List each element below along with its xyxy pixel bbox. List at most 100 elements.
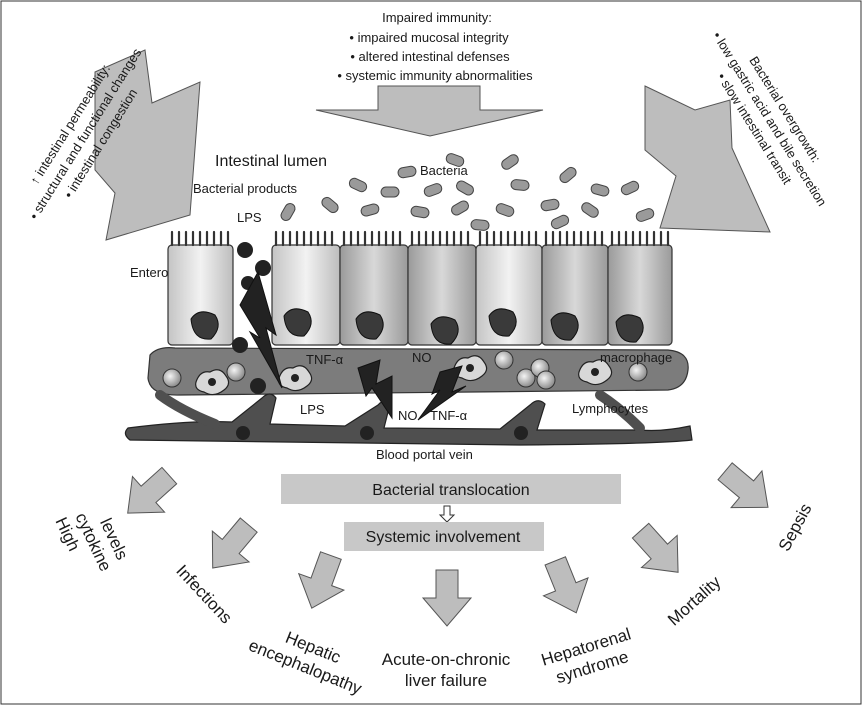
translocation-box xyxy=(281,474,621,504)
outcome-arrow xyxy=(297,551,346,609)
bacterium xyxy=(581,202,599,218)
systemic-label: Systemic involvement xyxy=(366,529,521,546)
nucleus xyxy=(190,311,219,340)
outcome-arrow xyxy=(421,569,473,627)
lps-top-label: LPS xyxy=(237,210,262,225)
aclf-line-2: liver failure xyxy=(405,671,487,690)
bacterium xyxy=(550,214,570,230)
arrow-down-impaired-immunity xyxy=(315,85,544,137)
lps-particle xyxy=(237,242,253,258)
bacterium xyxy=(380,186,400,198)
nucleus xyxy=(283,308,312,337)
no-top-label: NO xyxy=(412,350,432,365)
outcome-arrows xyxy=(127,462,769,627)
lymphocyte xyxy=(516,368,536,388)
macrophage-nucleus xyxy=(466,364,474,372)
lightning-bolt-no xyxy=(417,365,467,421)
microvilli xyxy=(342,230,402,247)
bacterium xyxy=(590,183,610,197)
bacterium xyxy=(501,154,519,170)
microvilli xyxy=(170,230,230,247)
lamina-cells xyxy=(162,350,648,396)
lps-particle xyxy=(514,426,528,440)
enterocyte-layer xyxy=(167,230,673,346)
macrophage-nucleus xyxy=(208,378,216,386)
arrow-right-overgrowth xyxy=(644,85,771,233)
lps-particle xyxy=(236,426,250,440)
bacterium xyxy=(410,205,430,219)
impaired-immunity-item-2: • altered intestinal defenses xyxy=(350,49,510,64)
lymphocyte xyxy=(162,368,182,388)
no-bottom-label: NO xyxy=(398,408,418,423)
aclf-line-1: Acute-on-chronic xyxy=(382,650,511,669)
nucleus xyxy=(488,308,517,337)
microvilli xyxy=(410,230,470,247)
tnf-alpha-top-label: TNF-α xyxy=(306,352,344,367)
macrophage-nucleus xyxy=(591,368,599,376)
bacterium xyxy=(620,180,640,196)
bacterium xyxy=(540,198,560,212)
impaired-immunity-item-3: • systemic immunity abnormalities xyxy=(337,68,533,83)
lps-particle xyxy=(232,337,248,353)
small-down-arrow xyxy=(438,505,456,523)
lps-particle xyxy=(360,426,374,440)
bacterium xyxy=(280,203,296,221)
lightning-bolt-tnf xyxy=(357,359,393,420)
microvilli xyxy=(544,230,604,247)
nucleus xyxy=(550,312,579,341)
bacterium xyxy=(495,203,515,217)
translocation-label: Bacterial translocation xyxy=(372,482,529,499)
impaired-immunity-item-1: • impaired mucosal integrity xyxy=(349,30,509,45)
bacteria-cluster xyxy=(280,153,655,231)
arrow-left-permeability xyxy=(94,49,201,241)
bacterium xyxy=(348,177,368,193)
bacterium xyxy=(423,183,443,197)
bacterium xyxy=(510,179,530,191)
systemic-box xyxy=(344,522,544,551)
macrophage-nucleus xyxy=(291,374,299,382)
lps-particle xyxy=(255,260,271,276)
lps-bottom-label: LPS xyxy=(300,402,325,417)
tnf-alpha-bottom-label: TNF-α xyxy=(430,408,468,423)
outcome-arrow xyxy=(542,556,589,614)
lymphocyte xyxy=(628,362,648,382)
lps-particles xyxy=(232,242,528,440)
outcome-arrow xyxy=(211,517,258,569)
lymphocytes-label: Lymphocytes xyxy=(572,401,649,416)
lymphocyte xyxy=(536,370,556,390)
nucleus xyxy=(355,311,384,340)
bacterium xyxy=(451,200,469,216)
impaired-immunity-block: Impaired immunity: • impaired mucosal in… xyxy=(337,10,533,83)
lps-particle xyxy=(250,378,266,394)
intestinal-lumen-label: Intestinal lumen xyxy=(215,153,327,170)
vessel-branch-right xyxy=(595,390,645,433)
bacterium xyxy=(470,219,490,231)
outcome-arrow xyxy=(717,462,769,509)
bacterial-products-label: Bacterial products xyxy=(193,181,298,196)
bacteria-label: Bacteria xyxy=(420,163,468,178)
lightning-bolt-lps xyxy=(239,270,283,389)
bacterium xyxy=(635,208,655,222)
nucleus xyxy=(615,314,644,343)
portal-vein-vessel xyxy=(124,393,693,446)
lymphocyte xyxy=(226,362,246,382)
bacterium xyxy=(456,180,474,196)
bacterium xyxy=(360,203,380,217)
microvilli xyxy=(610,230,670,247)
bacterium xyxy=(321,196,339,214)
macrophage-label: macrophage xyxy=(600,350,672,365)
outcome-arrow xyxy=(127,466,178,514)
nucleus xyxy=(430,316,459,345)
vessel-branch-left xyxy=(155,390,220,429)
bacterium xyxy=(445,153,465,167)
bacterium xyxy=(397,165,417,179)
outcome-arrow xyxy=(631,522,679,573)
blood-portal-vein-label: Blood portal vein xyxy=(376,447,473,462)
microvilli xyxy=(274,230,334,247)
impaired-immunity-title: Impaired immunity: xyxy=(382,10,492,25)
microvilli xyxy=(478,230,538,247)
outcome-aclf: Acute-on-chronic liver failure xyxy=(382,650,511,690)
lymphocyte xyxy=(494,350,514,370)
bacterium xyxy=(559,166,577,184)
